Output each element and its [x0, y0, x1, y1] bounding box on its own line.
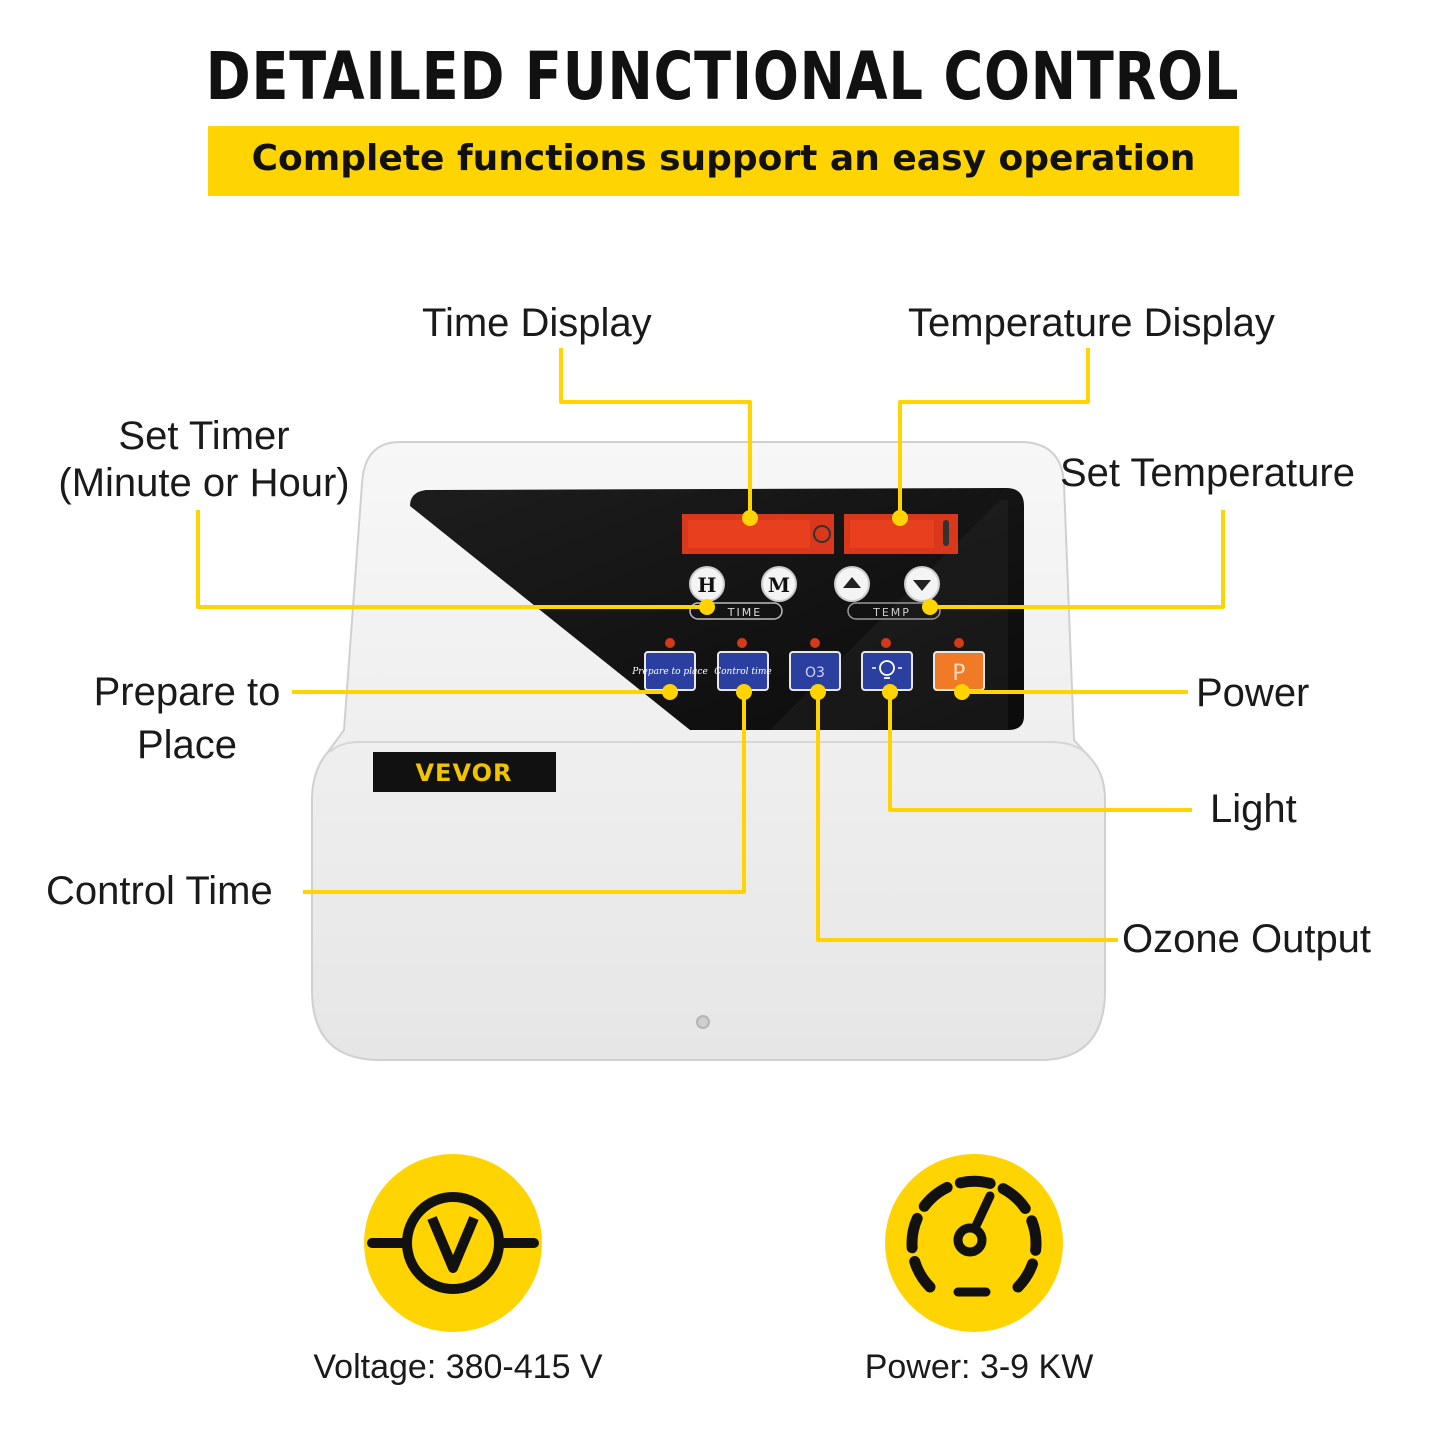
callout-time-display: Time Display	[422, 301, 652, 345]
hour-button[interactable]: H	[689, 566, 725, 602]
callout-set-timer: Set Timer (Minute or Hour)	[46, 413, 362, 507]
leader-dots	[662, 510, 970, 700]
speedometer-icon	[885, 1154, 1063, 1332]
voltage-circle-icon	[364, 1154, 542, 1332]
temp-group-frame	[847, 602, 941, 620]
leader-set-timer	[196, 510, 707, 609]
ozone-button[interactable]: O3	[789, 651, 841, 691]
power-button[interactable]: P	[933, 651, 985, 691]
voltage-spec: Voltage: 380-415 V	[313, 1348, 603, 1386]
callout-set-timer-line1: Set Timer	[118, 414, 290, 458]
callout-power: Power	[1196, 671, 1310, 715]
power-key-label: P	[952, 661, 965, 686]
temp-down-button[interactable]	[904, 566, 940, 602]
brand-logo: VEVOR	[415, 759, 512, 787]
time-group-frame	[689, 602, 783, 620]
callout-temperature-display: Temperature Display	[908, 301, 1275, 345]
callout-light: Light	[1210, 787, 1297, 831]
callout-prepare-line2: Place	[136, 723, 238, 767]
page-title: DETAILED FUNCTIONAL CONTROL	[205, 38, 1240, 115]
leader-ozone	[816, 692, 1118, 942]
callout-prepare-to-place: Prepare to Place	[82, 666, 292, 772]
callout-control-time: Control Time	[46, 869, 273, 913]
temp-up-button[interactable]	[834, 566, 870, 602]
callout-set-temperature: Set Temperature	[1060, 451, 1355, 495]
clock-icon	[813, 525, 831, 543]
prepare-key-label: Prepare to place	[631, 667, 708, 677]
time-display	[682, 514, 834, 554]
callout-set-timer-line2: (Minute or Hour)	[58, 461, 350, 505]
power-spec: Power: 3-9 KW	[864, 1348, 1094, 1386]
callout-ozone-output: Ozone Output	[1122, 917, 1372, 961]
leader-control-time	[303, 692, 746, 894]
thermometer-icon	[943, 520, 949, 546]
control-key-label: Control time	[714, 667, 772, 677]
time-group-label: TIME	[727, 606, 762, 619]
hour-key-label: H	[698, 573, 717, 597]
leader-temperature-display	[898, 348, 1090, 516]
minute-key-label: M	[768, 573, 790, 597]
leader-lines	[196, 348, 1225, 942]
leader-light	[888, 692, 1192, 812]
callout-prepare-line1: Prepare to	[93, 670, 281, 714]
ozone-key-label: O3	[805, 665, 825, 681]
leader-time-display	[559, 348, 752, 516]
arrow-down-icon	[913, 580, 931, 591]
mounting-hole	[696, 1015, 710, 1029]
brand-badge: VEVOR	[373, 752, 556, 792]
subtitle-text: Complete functions support an easy opera…	[251, 138, 1196, 179]
light-button[interactable]	[861, 651, 913, 691]
bulb-icon	[872, 660, 902, 679]
subtitle-banner	[208, 126, 1239, 196]
indicator-leds	[665, 638, 964, 648]
arrow-up-icon	[843, 577, 861, 588]
leader-set-temperature	[930, 510, 1225, 609]
temp-group-label: TEMP	[872, 606, 911, 619]
minute-button[interactable]: M	[761, 566, 797, 602]
